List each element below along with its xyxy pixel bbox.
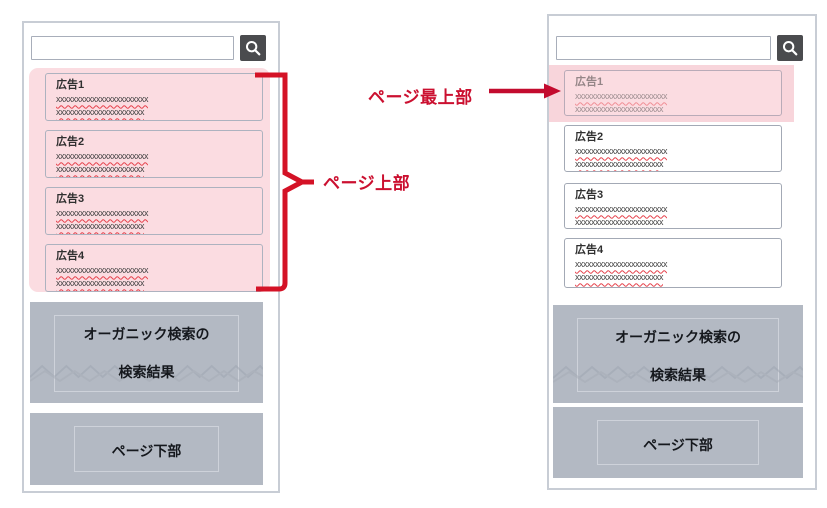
wave-pattern [30,364,263,382]
placeholder-frame [577,318,779,392]
ad-title: 広告2 [575,131,604,143]
ad-text-line: xxxxxxxxxxxxxxxxxxxxxxx [56,208,149,219]
page-bottom-block: ページ下部 [553,407,803,478]
ad-text-line: xxxxxxxxxxxxxxxxxxxxxx [575,159,664,170]
ad-text-line: xxxxxxxxxxxxxxxxxxxxxxx [575,204,668,215]
search-bar [556,35,803,61]
ad-text-line: xxxxxxxxxxxxxxxxxxxxxx [56,278,145,289]
ad-content: 広告1 xxxxxxxxxxxxxxxxxxxxxxx xxxxxxxxxxxx… [575,75,771,115]
ad-title: 広告2 [56,136,85,148]
ad-text-line: xxxxxxxxxxxxxxxxxxxxxx [56,107,145,118]
top-ads-highlight-area: 広告1 xxxxxxxxxxxxxxxxxxxxxxx xxxxxxxxxxxx… [29,68,270,292]
ad-title: 広告1 [56,79,85,91]
ad-box-2: 広告2 xxxxxxxxxxxxxxxxxxxxxxx xxxxxxxxxxxx… [564,125,782,172]
ad-box-4: 広告4 xxxxxxxxxxxxxxxxxxxxxxx xxxxxxxxxxxx… [45,244,263,292]
ad-text-line: xxxxxxxxxxxxxxxxxxxxxx [575,104,664,115]
page-top-most-label: ページ最上部 [368,88,473,107]
search-button[interactable] [240,35,266,61]
ad-box-1: 広告1 xxxxxxxxxxxxxxxxxxxxxxx xxxxxxxxxxxx… [45,73,263,121]
search-input[interactable] [31,36,234,60]
organic-label-line2: 検索結果 [118,364,175,380]
ad-title: 広告4 [56,250,85,262]
organic-results-block: オーガニック検索の 検索結果 [30,302,263,403]
placeholder-frame [74,426,219,472]
ad-text-line: xxxxxxxxxxxxxxxxxxxxxx [56,221,145,232]
ad-title: 広告3 [56,193,85,205]
search-input[interactable] [556,36,771,60]
ad-text-line: xxxxxxxxxxxxxxxxxxxxxxx [56,265,149,276]
page-bottom-label: ページ下部 [643,437,713,453]
ad-text-line: xxxxxxxxxxxxxxxxxxxxxx [575,217,664,228]
ad-text-line: xxxxxxxxxxxxxxxxxxxxxxx [575,146,668,157]
wave-pattern [553,365,803,384]
serp-mockup-right: 広告1 xxxxxxxxxxxxxxxxxxxxxxx xxxxxxxxxxxx… [547,14,817,490]
ad-title: 広告4 [575,244,604,256]
organic-label-line1: オーガニック検索の [615,329,741,345]
search-bar [31,35,266,61]
ad-text-line: xxxxxxxxxxxxxxxxxxxxxxx [56,94,149,105]
ad-title: 広告3 [575,189,604,201]
ad-box-2: 広告2 xxxxxxxxxxxxxxxxxxxxxxx xxxxxxxxxxxx… [45,130,263,178]
magnifier-icon [245,40,261,56]
placeholder-frame [597,420,759,465]
page-bottom-label: ページ下部 [111,443,182,459]
page-top-most-arrow-icon [489,83,561,99]
serp-mockup-left: 広告1 xxxxxxxxxxxxxxxxxxxxxxx xxxxxxxxxxxx… [22,21,280,493]
magnifier-icon [782,40,798,56]
ad-text-line: xxxxxxxxxxxxxxxxxxxxxxx [575,91,668,102]
ad-text-line: xxxxxxxxxxxxxxxxxxxxxxx [56,151,149,162]
organic-results-block: オーガニック検索の 検索結果 [553,305,803,403]
page-upper-label: ページ上部 [323,174,411,193]
ad-box-3: 広告3 xxxxxxxxxxxxxxxxxxxxxxx xxxxxxxxxxxx… [564,183,782,229]
organic-label-line2: 検索結果 [650,367,706,383]
organic-label-line1: オーガニック検索の [83,326,210,342]
ad-title: 広告1 [575,76,604,88]
ad-box-3: 広告3 xxxxxxxxxxxxxxxxxxxxxxx xxxxxxxxxxxx… [45,187,263,235]
ad-text-line: xxxxxxxxxxxxxxxxxxxxxx [56,164,145,175]
ad-text-line: xxxxxxxxxxxxxxxxxxxxxx [575,272,664,283]
ad-text-line: xxxxxxxxxxxxxxxxxxxxxxx [575,259,668,270]
placeholder-frame [54,315,239,392]
ad-box-1: 広告1 xxxxxxxxxxxxxxxxxxxxxxx xxxxxxxxxxxx… [564,70,782,116]
ad-box-4: 広告4 xxxxxxxxxxxxxxxxxxxxxxx xxxxxxxxxxxx… [564,238,782,288]
search-button[interactable] [777,35,803,61]
page-upper-brace [255,72,314,292]
page-bottom-block: ページ下部 [30,413,263,485]
